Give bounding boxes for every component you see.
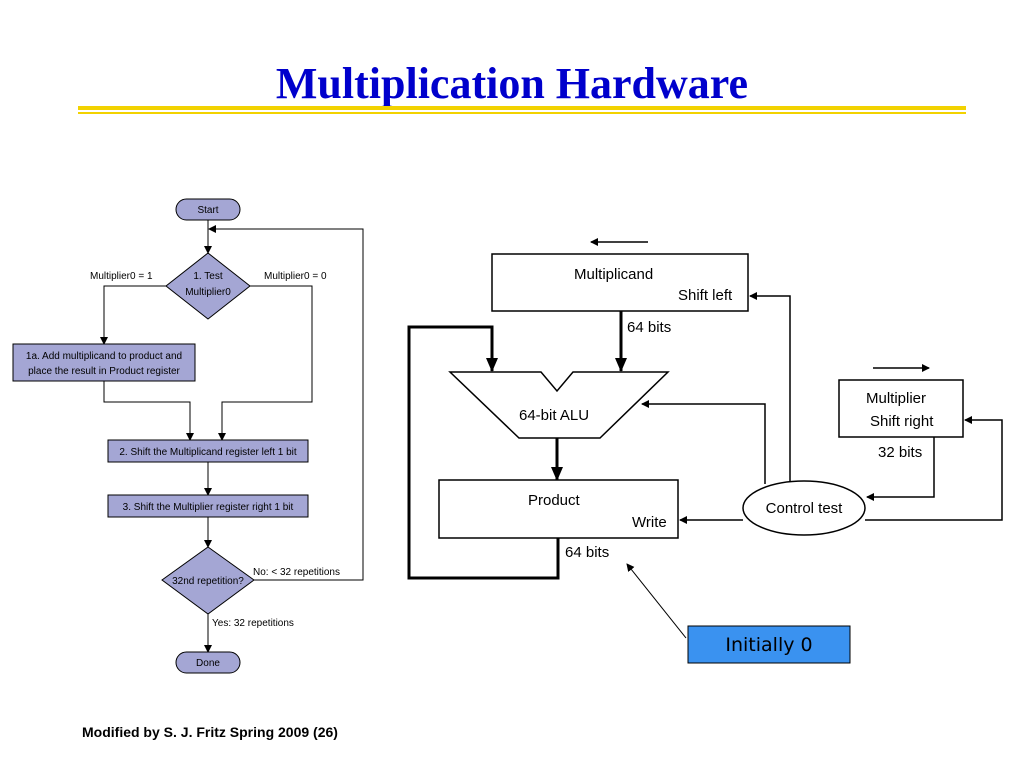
branch-left-label: Multiplier0 = 1 xyxy=(90,271,153,282)
multiplier-label: Multiplier xyxy=(866,390,926,407)
control-test xyxy=(742,480,866,536)
test-label-line2: Multiplier0 xyxy=(185,287,231,298)
multiplicand-label: Multiplicand xyxy=(574,266,653,283)
title-rule xyxy=(78,106,966,110)
hardware-diagram: Multiplicand Shift left 64 bits 64-bit A… xyxy=(407,238,1003,664)
title-rule-thin xyxy=(78,112,966,114)
initially-zero-callout xyxy=(687,625,851,664)
step-1a-box xyxy=(12,343,196,382)
no-branch-label: No: < 32 repetitions xyxy=(253,567,340,578)
flowchart: Start 1. Test Multiplier0 Multiplier0 = … xyxy=(12,198,364,674)
repetition-label: 32nd repetition? xyxy=(172,576,244,587)
yes-branch-label: Yes: 32 repetitions xyxy=(212,618,294,629)
step-1a-line2: place the result in Product register xyxy=(28,366,180,377)
shift-right-label: Shift right xyxy=(870,413,934,430)
done-node xyxy=(175,651,241,674)
multiplier-register xyxy=(838,379,964,438)
product-label: Product xyxy=(528,492,581,509)
multiplicand-register xyxy=(491,253,749,312)
bits-64-top-label: 64 bits xyxy=(627,319,671,336)
shift-left-label: Shift left xyxy=(678,287,733,304)
control-test-label: Control test xyxy=(766,500,844,517)
bits-64-bottom-label: 64 bits xyxy=(565,544,609,561)
alu xyxy=(448,371,670,439)
test-decision xyxy=(165,252,251,320)
start-label: Start xyxy=(197,205,218,216)
slide-title: Multiplication Hardware xyxy=(275,59,749,108)
branch-right-label: Multiplier0 = 0 xyxy=(264,271,327,282)
step-1a-line1: 1a. Add multiplicand to product and xyxy=(26,351,182,362)
done-label: Done xyxy=(196,658,220,669)
bits-32-label: 32 bits xyxy=(878,444,922,461)
write-label: Write xyxy=(632,514,667,531)
slide-footer: Modified by S. J. Fritz Spring 2009 (26) xyxy=(82,724,338,740)
step-2-label: 2. Shift the Multiplicand register left … xyxy=(119,447,297,458)
alu-label: 64-bit ALU xyxy=(519,407,589,424)
test-label-line1: 1. Test xyxy=(193,271,222,282)
product-register xyxy=(438,479,679,539)
step-3-label: 3. Shift the Multiplier register right 1… xyxy=(123,502,294,513)
initially-zero-label: Initially 0 xyxy=(725,634,812,656)
